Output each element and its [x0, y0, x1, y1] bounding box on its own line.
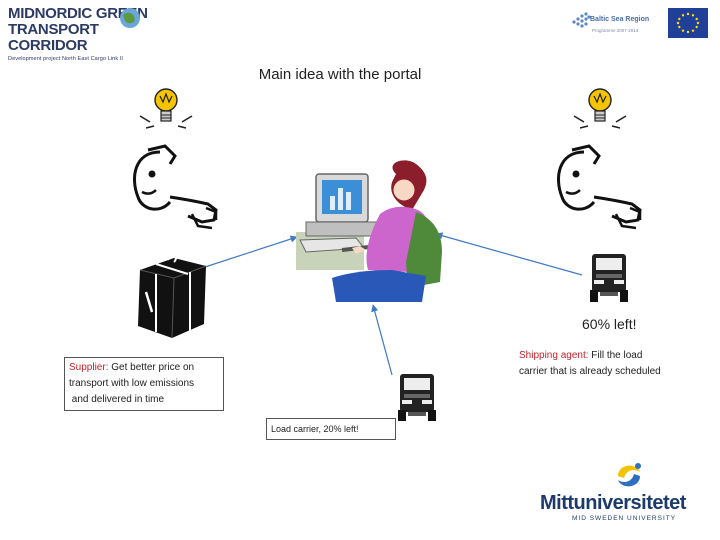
shipping-agent-man-icon	[557, 144, 642, 230]
package-icon	[138, 254, 207, 339]
supplier-text-2: transport with low emissions	[69, 378, 195, 389]
lightbulb-icon	[139, 88, 193, 129]
shipping-line-1: Shipping agent: Fill the load	[519, 348, 699, 364]
slide-title: Main idea with the portal	[258, 66, 422, 83]
shipping-agent-callout: Shipping agent: Fill the load carrier th…	[519, 346, 699, 382]
supplier-text-3: and delivered in time	[69, 394, 165, 405]
truck-icon	[398, 374, 436, 421]
supplier-man-icon	[133, 144, 218, 230]
shipping-label: Shipping agent:	[519, 350, 589, 361]
shipping-text-1: Fill the load	[588, 350, 643, 361]
globe-icon	[120, 8, 140, 28]
eu-flag-icon	[668, 8, 708, 38]
university-name: Mittuniversitetet	[540, 492, 686, 514]
supplier-line-1: Supplier: Get better price on	[69, 360, 219, 376]
load-carrier-text: Load carrier, 20% left!	[271, 424, 359, 434]
arrow-shipping	[435, 232, 583, 276]
supplier-callout: Supplier: Get better price on transport …	[64, 357, 224, 411]
portal-user-at-computer	[296, 160, 442, 302]
bsr-sub: Programme 2007-2013	[592, 28, 639, 33]
capacity-left-label: 60% left!	[582, 316, 637, 332]
university-subtitle: MID SWEDEN UNIVERSITY	[572, 515, 677, 522]
truck-icon	[590, 254, 628, 302]
supplier-label: Supplier:	[69, 362, 109, 373]
bsr-name: Baltic Sea Region	[590, 16, 650, 23]
lightbulb-icon	[573, 88, 627, 129]
logo-line-3: Development project North East Cargo Lin…	[8, 56, 124, 62]
bsr-dots-icon	[572, 12, 591, 28]
arrow-supplier	[201, 235, 298, 269]
logo-line-1: MIDNORDIC GREEN	[8, 5, 148, 22]
mittuniversitetet-logo-icon	[618, 463, 641, 487]
logo-line-2: TRANSPORT CORRIDOR	[8, 21, 99, 54]
midnordic-logo: MIDNORDIC GREEN TRANSPORT CORRIDOR Devel…	[8, 5, 158, 63]
supplier-text-1: Get better price on	[108, 362, 195, 373]
arrow-load-carrier	[371, 304, 393, 376]
load-carrier-callout: Load carrier, 20% left!	[266, 418, 396, 440]
baltic-sea-region-logo: Baltic Sea Region Programme 2007-2013	[568, 6, 713, 46]
shipping-text-2: carrier that is already scheduled	[519, 366, 661, 377]
